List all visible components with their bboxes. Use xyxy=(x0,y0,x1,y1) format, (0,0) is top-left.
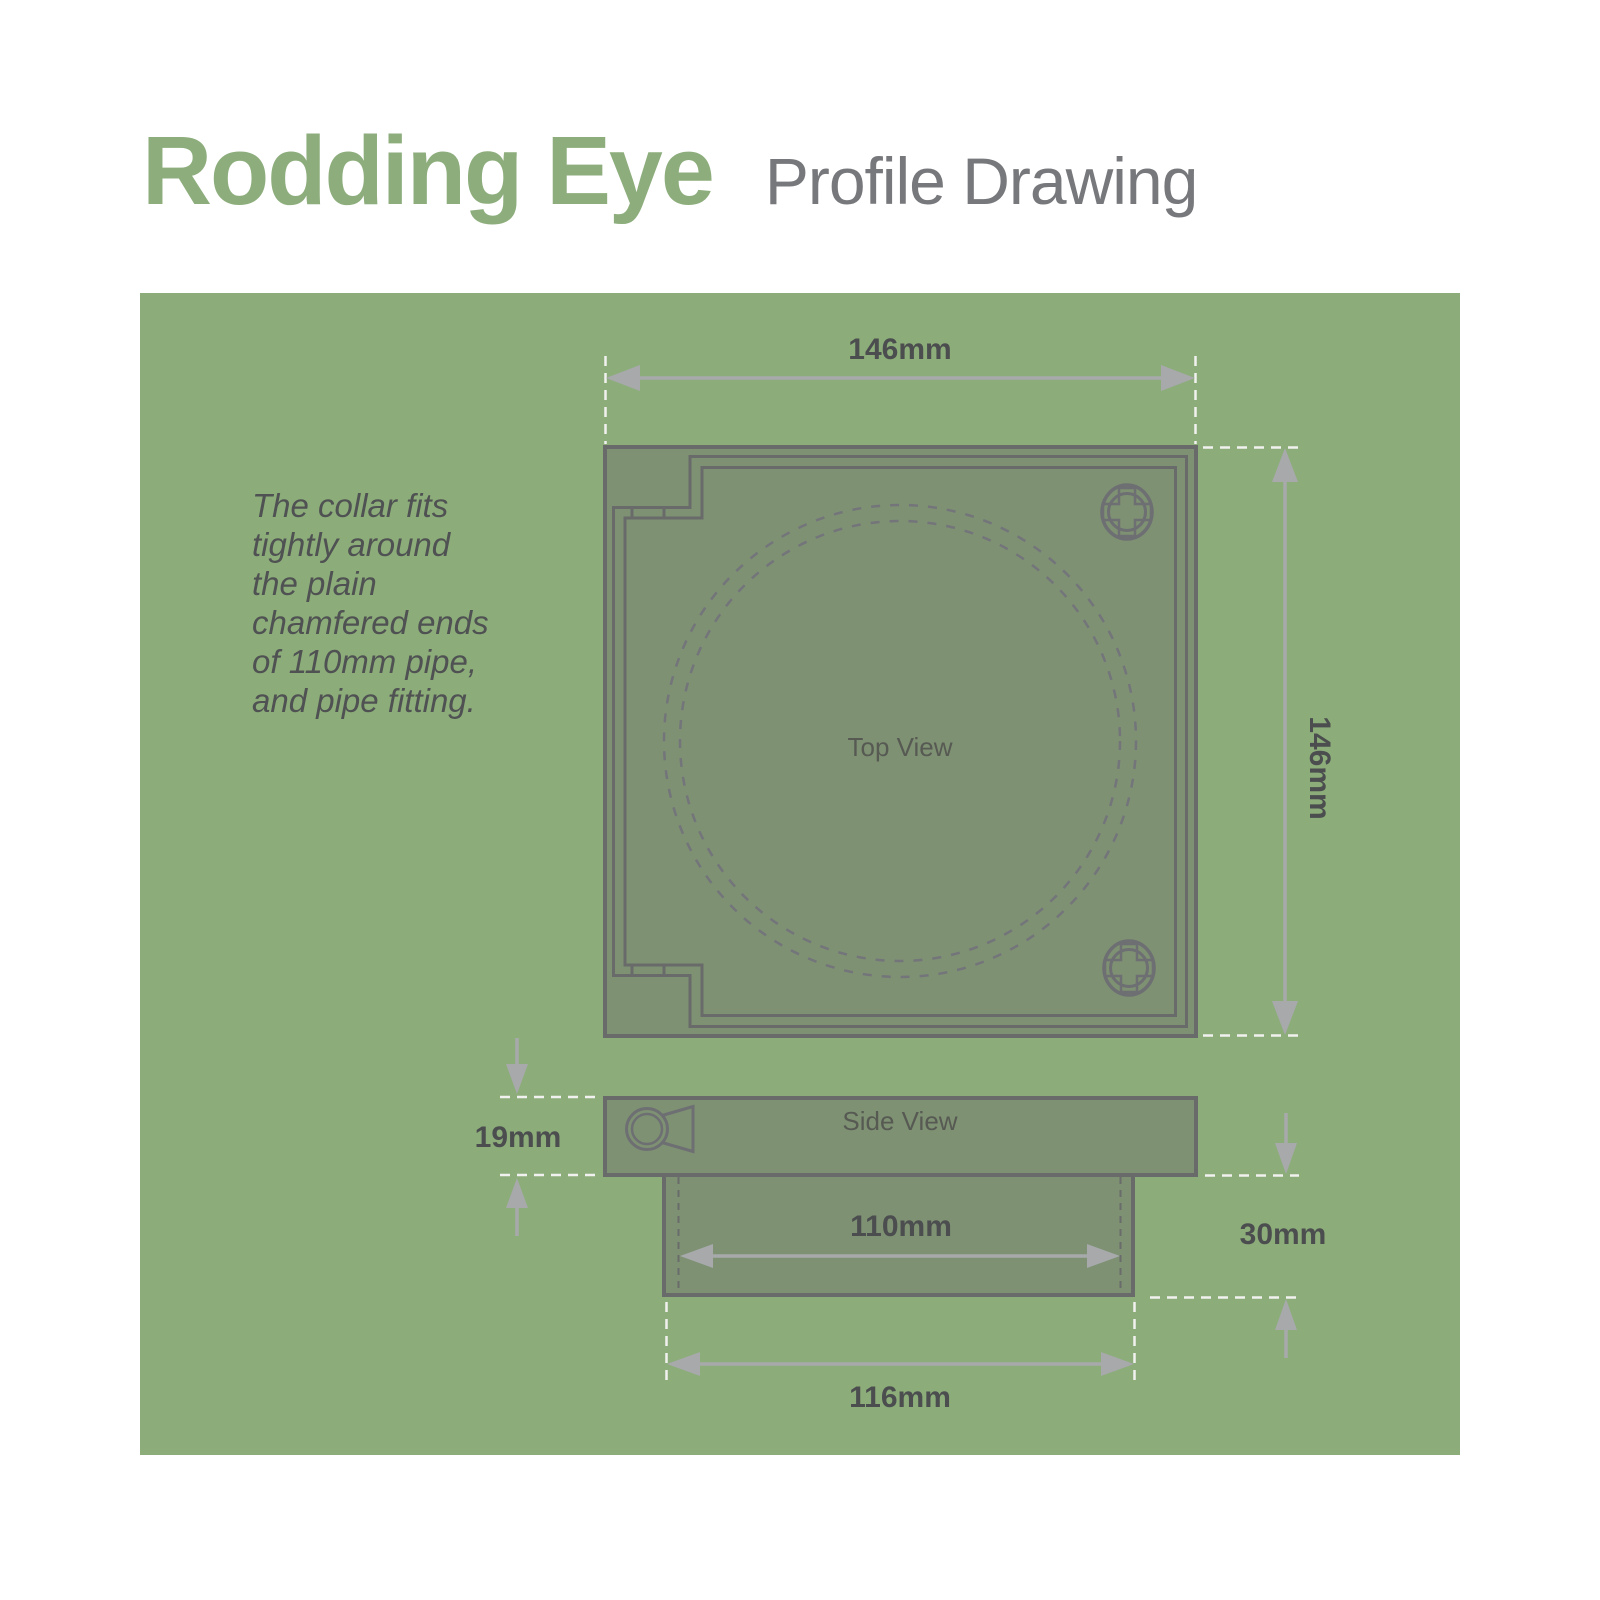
dimension-label-right-height: 146mm xyxy=(1303,716,1336,819)
dimension-top-width: 146mm xyxy=(604,333,1197,444)
top-view-inner-frame-inner xyxy=(623,466,1177,1017)
note-line: The collar fits xyxy=(252,487,449,524)
side-view-collar xyxy=(603,1096,1198,1177)
side-view-pipe-spigot xyxy=(662,1173,1135,1297)
top-view-label: Top View xyxy=(847,732,952,762)
screw-icon xyxy=(1100,483,1154,541)
dimension-right-height: 146mm xyxy=(1203,446,1336,1037)
page-title: Rodding Eye xyxy=(142,116,715,225)
dimension-spigot-width: 116mm xyxy=(665,1302,1136,1414)
page-subtitle: Profile Drawing xyxy=(764,144,1198,218)
note-line: and pipe fitting. xyxy=(252,682,476,719)
note-line: tightly around xyxy=(252,526,451,563)
pipe-outline-dashed-circle-outer xyxy=(662,503,1138,979)
note-paragraph: The collar fits tightly around the plain… xyxy=(252,486,489,720)
header: Rodding Eye Profile Drawing xyxy=(142,116,1198,225)
top-view-plate xyxy=(603,445,1198,1038)
top-view: Top View xyxy=(603,445,1198,1038)
dimension-pipe-inner: 110mm xyxy=(680,1210,1120,1268)
dimension-spigot-depth: 30mm xyxy=(1150,1113,1326,1358)
dimension-label-spigot-width: 116mm xyxy=(849,1381,951,1414)
screw-icon xyxy=(1102,939,1156,997)
dimension-label-top-width: 146mm xyxy=(848,333,951,366)
side-view-label: Side View xyxy=(842,1106,957,1136)
side-view: Side View xyxy=(603,1096,1198,1297)
dimension-collar-height: 19mm xyxy=(475,1038,600,1236)
pipe-outline-dashed-circle-inner xyxy=(678,519,1122,963)
dimension-label-spigot-depth: 30mm xyxy=(1240,1218,1327,1251)
note-line: chamfered ends xyxy=(252,604,489,641)
dimension-label-collar-height: 19mm xyxy=(475,1121,562,1154)
note-line: the plain xyxy=(252,565,377,602)
dimension-label-pipe-inner: 110mm xyxy=(850,1210,952,1243)
rodding-eye-icon xyxy=(625,1104,695,1154)
note-line: of 110mm pipe, xyxy=(252,643,478,680)
